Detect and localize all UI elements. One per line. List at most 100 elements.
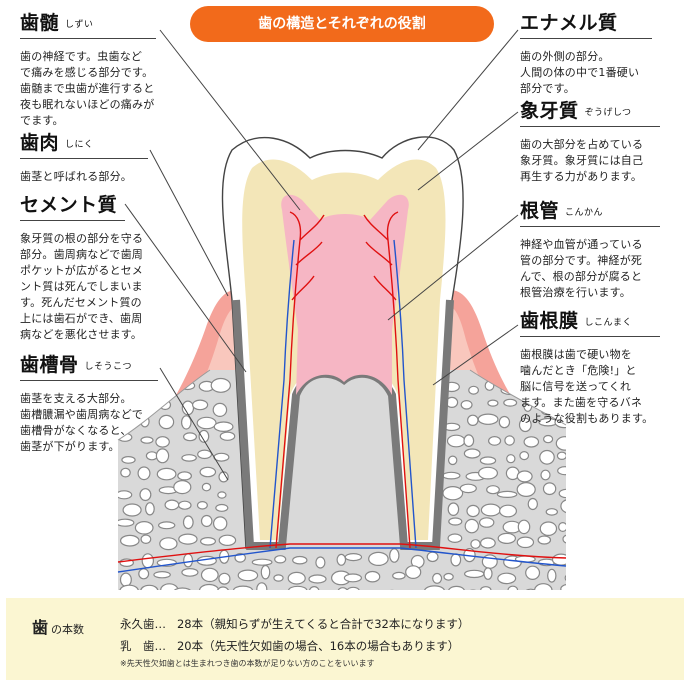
bone-hole bbox=[118, 490, 133, 500]
bone-hole bbox=[516, 482, 536, 498]
bone-hole bbox=[442, 486, 464, 501]
bone-hole bbox=[424, 585, 446, 590]
bone-hole bbox=[480, 537, 496, 549]
label-shiniku-reading: しにく bbox=[65, 140, 94, 150]
desc-line: 噛んだとき「危険!」と bbox=[520, 364, 637, 377]
bone-hole bbox=[201, 482, 212, 492]
bone-hole bbox=[519, 451, 530, 461]
label-zouge-reading: ぞうげしつ bbox=[584, 108, 632, 118]
desc-line: 歯根膜は歯で硬い物を bbox=[520, 348, 632, 361]
bone-hole bbox=[516, 470, 533, 483]
bone-hole bbox=[443, 572, 454, 581]
label-zouge-name: 象牙質 bbox=[520, 100, 579, 122]
bone-hole bbox=[155, 448, 170, 464]
bone-hole bbox=[446, 434, 466, 448]
bone-hole bbox=[470, 539, 481, 549]
bone-hole bbox=[144, 502, 155, 516]
desc-line: 歯茎が下がります。 bbox=[20, 440, 120, 453]
baby-teeth-label: 乳 歯… bbox=[120, 639, 166, 653]
nerves-and-vessels bbox=[117, 211, 567, 573]
label-cement: セメント質 象牙質の根の部分を守る部分。歯周病などで歯周ポケットが広がるとセメン… bbox=[20, 190, 190, 343]
desc-line: 歯の外側の部分。 bbox=[520, 50, 610, 63]
bone-hole bbox=[558, 488, 566, 499]
diagram-title: 歯の構造とそれぞれの役割 bbox=[190, 6, 494, 42]
desc-line: ます。また歯を守るバネ bbox=[520, 396, 643, 409]
bone-hole bbox=[460, 399, 473, 410]
bone-hole bbox=[478, 466, 499, 480]
bone-hole bbox=[496, 490, 518, 498]
label-shizui-name: 歯髄 bbox=[20, 12, 60, 34]
bone-hole bbox=[159, 537, 178, 551]
bone-hole bbox=[463, 448, 481, 459]
tooth-count-title: 歯の本数 bbox=[32, 614, 84, 638]
bone-hole bbox=[121, 456, 136, 464]
label-shikonmaku-desc: 歯根膜は歯で硬い物を噛んだとき「危険!」と脳に信号を送ってくれます。また歯を守る… bbox=[520, 347, 685, 427]
desc-line: 根管治療を行います。 bbox=[520, 286, 631, 299]
label-konkan: 根管こんかん 神経や血管が通っている管の部分です。神経が死んで、根の部分が腐ると… bbox=[520, 196, 685, 301]
bone-hole bbox=[288, 585, 308, 590]
bone-hole bbox=[503, 398, 518, 407]
label-shizui-desc: 歯の神経です。虫歯などで痛みを感じる部分です。歯髄まで虫歯が進行すると夜も眠れな… bbox=[20, 49, 180, 129]
bone-hole bbox=[525, 565, 541, 581]
bone-hole bbox=[218, 572, 231, 585]
baby-teeth-row: 乳 歯… 20本（先天性欠如歯の場合、16本の場合もあります） bbox=[120, 638, 459, 654]
bone-hole bbox=[140, 436, 154, 444]
label-zouge-desc: 歯の大部分を占めている象牙質。象牙質には自己再生する力があります。 bbox=[520, 137, 685, 185]
desc-line: でます。 bbox=[20, 114, 64, 127]
bone-hole bbox=[164, 499, 180, 511]
bone-hole bbox=[488, 436, 502, 446]
bone-hole bbox=[479, 456, 497, 465]
permanent-teeth-value: 28本（親知らずが生えてくると合計で32本になります） bbox=[176, 617, 470, 631]
desc-line: 部分。歯周病などで歯周 bbox=[20, 248, 143, 261]
bone-hole bbox=[157, 521, 176, 530]
bone-hole bbox=[122, 503, 142, 517]
bone-hole bbox=[480, 586, 492, 590]
bone-hole bbox=[346, 586, 360, 590]
bone-hole bbox=[336, 553, 347, 566]
bone-hole bbox=[343, 573, 362, 583]
label-konkan-name: 根管 bbox=[520, 200, 560, 222]
bone-hole bbox=[212, 516, 228, 531]
baby-teeth-value: 20本（先天性欠如歯の場合、16本の場合もあります） bbox=[176, 639, 460, 653]
bone-hole bbox=[178, 500, 192, 510]
label-konkan-reading: こんかん bbox=[565, 208, 604, 218]
bone-hole bbox=[498, 415, 511, 429]
bone-hole bbox=[120, 534, 140, 547]
desc-line: 夜も眠れないほどの痛みが bbox=[20, 98, 155, 111]
bone-hole bbox=[251, 558, 273, 566]
bone-hole bbox=[477, 413, 499, 425]
label-konkan-desc: 神経や血管が通っている管の部分です。神経が死んで、根の部分が腐ると根管治療を行い… bbox=[520, 237, 685, 301]
bone-hole bbox=[555, 436, 566, 451]
bone-hole bbox=[533, 583, 553, 590]
label-shizui-reading: しずい bbox=[65, 20, 94, 30]
label-enamel-desc: 歯の外側の部分。人間の体の中で1番硬い部分です。 bbox=[520, 49, 680, 97]
tooth-count-title-suffix: の本数 bbox=[51, 623, 85, 636]
desc-line: す。死んだセメント質の bbox=[20, 296, 142, 309]
bone-hole bbox=[198, 583, 220, 590]
bone-hole bbox=[198, 429, 210, 443]
bone-hole bbox=[134, 520, 154, 535]
bone-hole bbox=[233, 585, 254, 590]
bone-hole bbox=[523, 588, 539, 590]
bone-hole bbox=[551, 553, 566, 566]
desc-line: 再生する力があります。 bbox=[520, 170, 643, 183]
label-shisoukotsu-name: 歯槽骨 bbox=[20, 354, 79, 376]
bone-hole bbox=[463, 434, 475, 448]
desc-line: 人間の体の中で1番硬い bbox=[520, 66, 640, 79]
bone-hole bbox=[308, 586, 320, 590]
bone-hole bbox=[119, 572, 132, 587]
bone-hole bbox=[547, 568, 557, 583]
bone-hole bbox=[564, 573, 566, 583]
bone-hole bbox=[217, 491, 227, 499]
bone-hole bbox=[275, 591, 290, 598]
desc-line: 象牙質。象牙質には自己 bbox=[520, 154, 644, 167]
bone-hole bbox=[468, 385, 480, 395]
bone-hole bbox=[172, 587, 192, 590]
label-cement-desc: 象牙質の根の部分を守る部分。歯周病などで歯周ポケットが広がるとセメント質は死んで… bbox=[20, 231, 190, 343]
bone-hole bbox=[537, 535, 552, 545]
desc-line: 歯槽膿漏や歯周病などで bbox=[20, 408, 143, 421]
desc-line: 歯髄まで虫歯が進行すると bbox=[20, 82, 155, 95]
bone-hole bbox=[337, 587, 348, 590]
bone-hole bbox=[200, 536, 217, 546]
bone-hole bbox=[466, 504, 480, 518]
